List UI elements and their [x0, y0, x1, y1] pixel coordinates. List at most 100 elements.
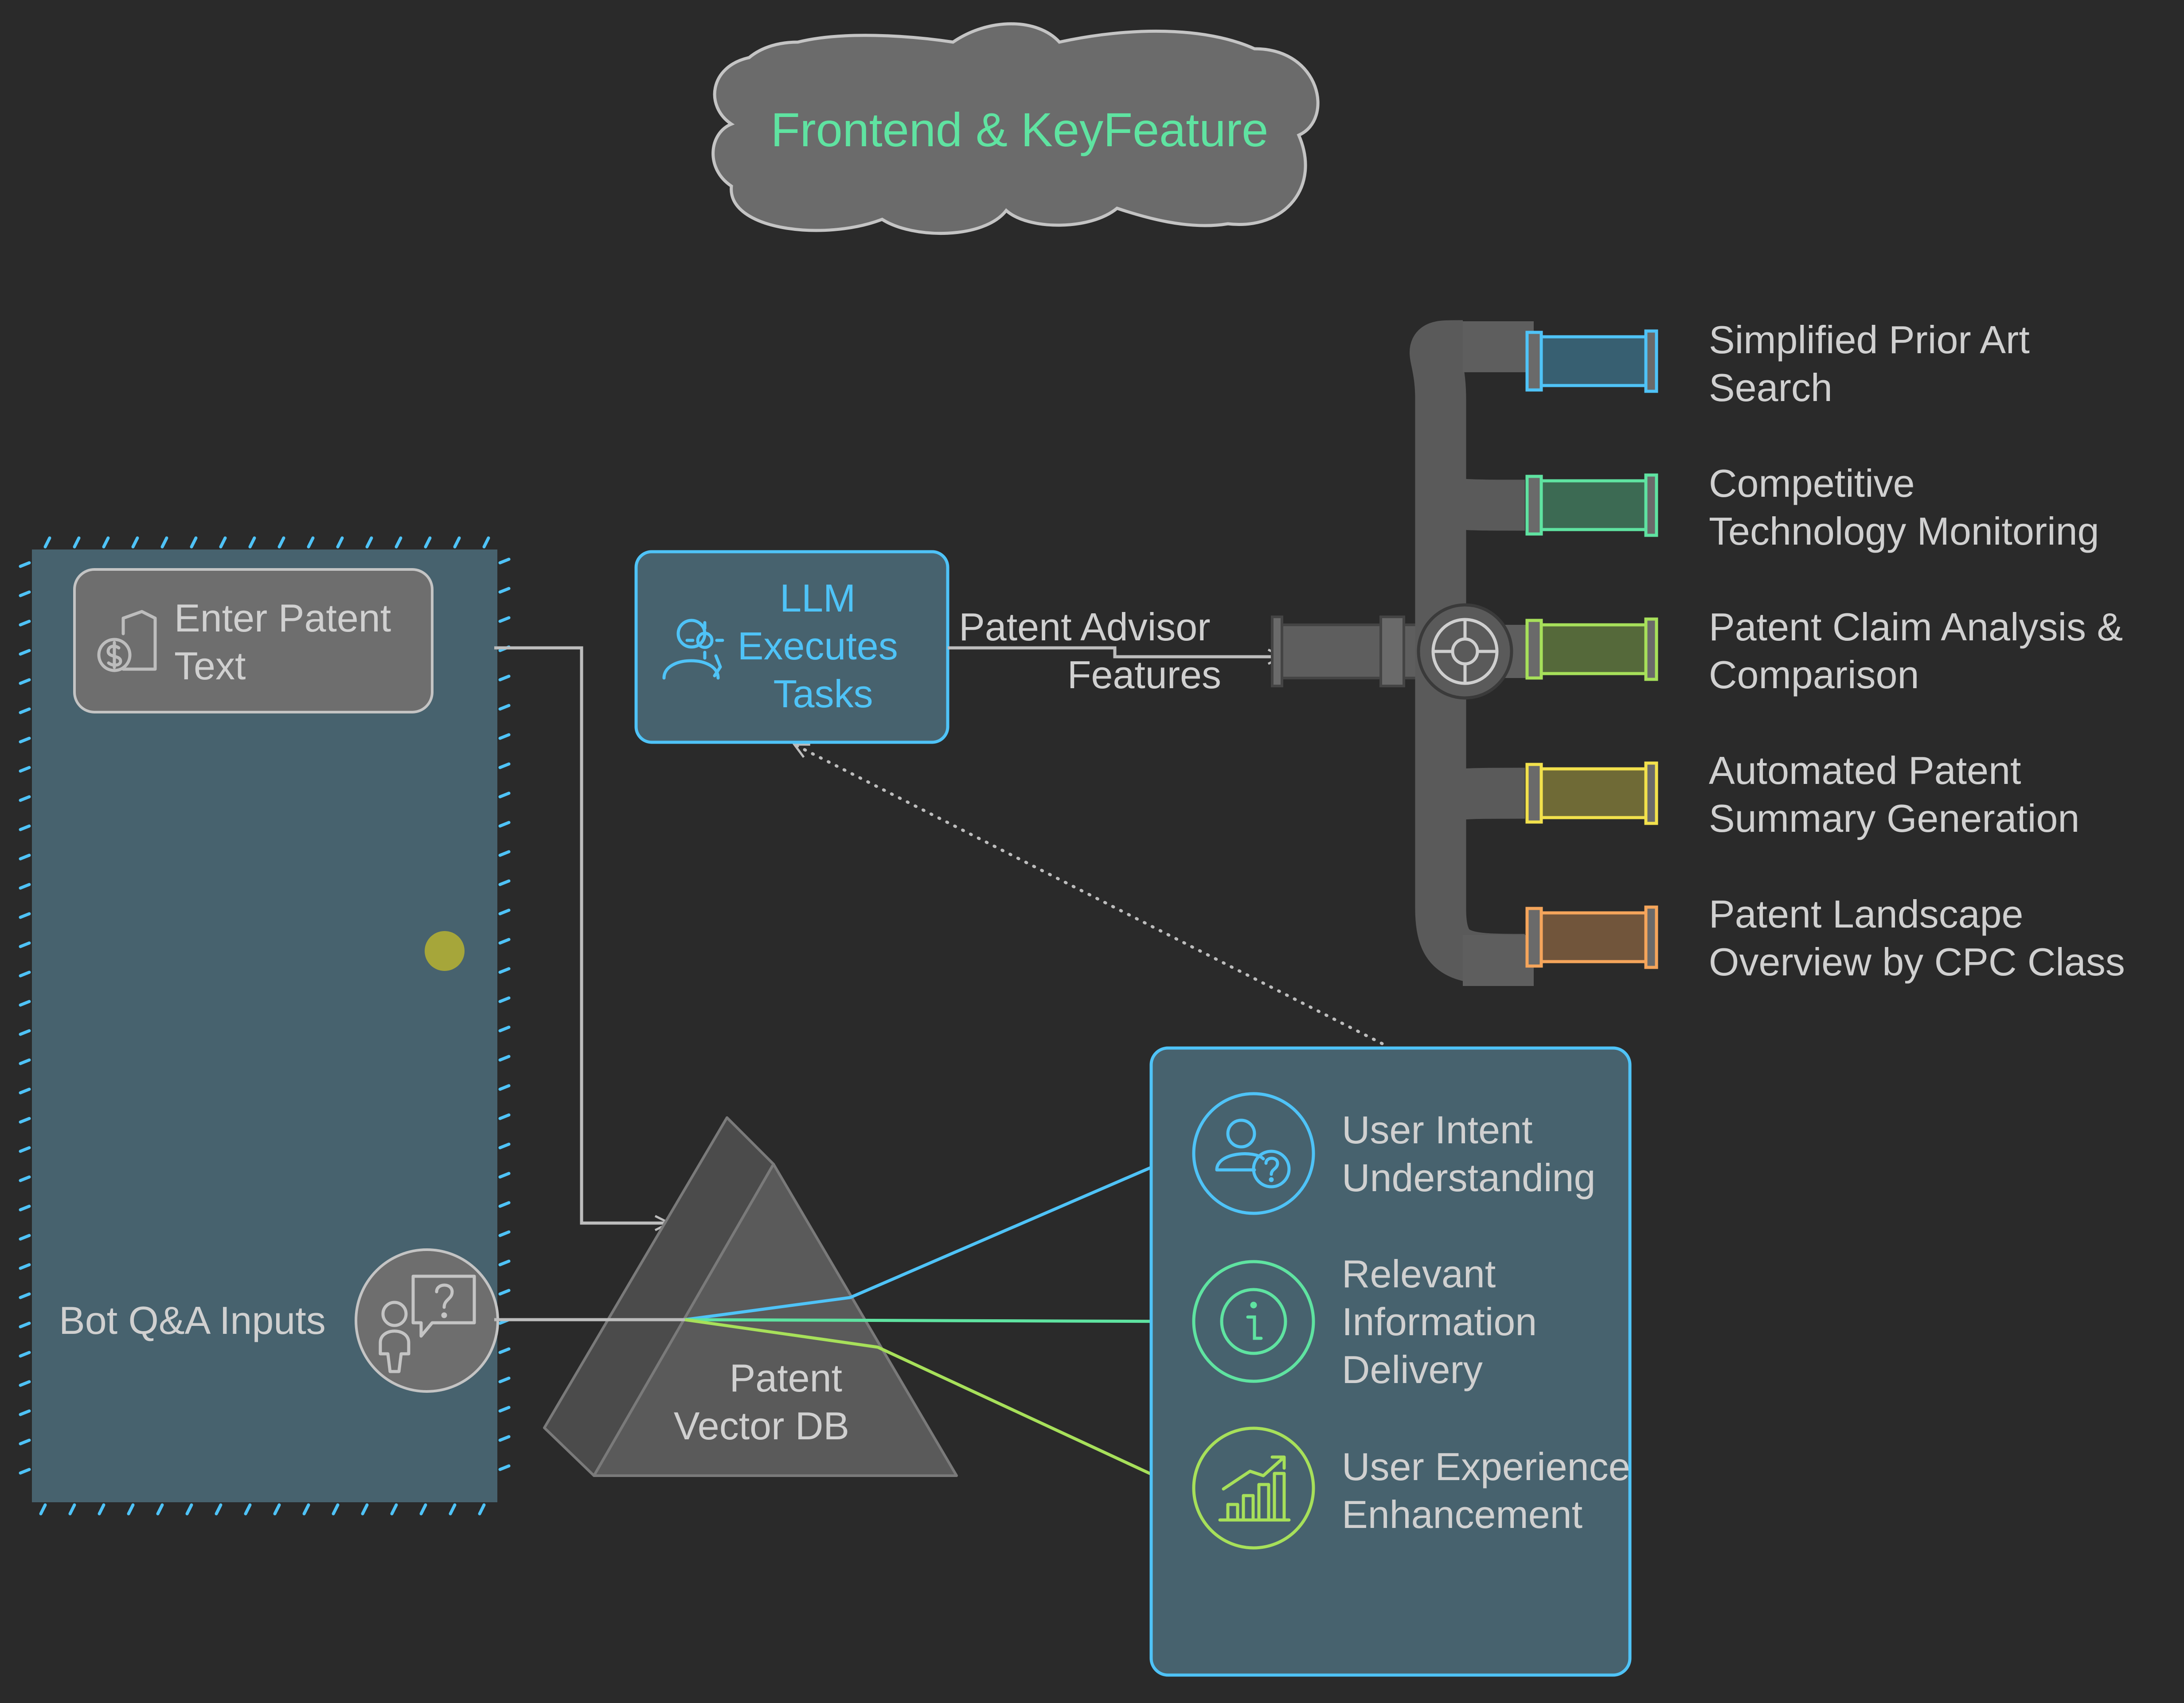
- border-tick: [498, 1464, 511, 1471]
- llm-line-1: LLM: [780, 576, 856, 620]
- border-tick: [19, 853, 31, 861]
- border-tick: [19, 766, 31, 773]
- feature-outlet-pipe: [1525, 905, 1658, 969]
- border-tick: [19, 1234, 31, 1241]
- border-tick: [498, 938, 511, 945]
- border-tick: [98, 1503, 105, 1516]
- border-tick: [498, 733, 511, 740]
- outcome-label: User Experience Enhancement: [1342, 1445, 1641, 1536]
- outcome-experience-enhancement[interactable]: User Experience Enhancement: [1192, 1426, 1641, 1550]
- outcome-label: Relevant Information Delivery: [1342, 1252, 1548, 1391]
- feature-outlet-pipe: [1525, 473, 1658, 537]
- feature-pipe-manifold: [1271, 320, 1534, 986]
- border-tick: [68, 1503, 76, 1516]
- border-tick: [19, 1117, 31, 1124]
- outcome-information-delivery[interactable]: Relevant Information Delivery: [1192, 1252, 1548, 1391]
- llm-line-2: Executes: [738, 624, 898, 668]
- border-tick: [498, 587, 511, 594]
- patent-vector-db: Patent Vector DB: [543, 1116, 958, 1477]
- feature-label: Patent Claim Analysis & Comparison: [1709, 605, 2134, 697]
- status-dot: [425, 931, 465, 971]
- border-tick: [19, 1263, 31, 1270]
- border-tick: [482, 536, 490, 549]
- vector-db-line-1: Patent: [730, 1356, 842, 1400]
- border-tick: [498, 1084, 511, 1091]
- border-tick: [498, 1025, 511, 1033]
- connector-db-to-experience: [684, 1318, 1181, 1488]
- border-tick: [19, 1351, 31, 1358]
- border-tick: [424, 536, 432, 549]
- chart-growth-icon: [1218, 1455, 1291, 1522]
- border-tick: [215, 1503, 223, 1516]
- border-tick: [19, 883, 31, 890]
- feature-label: Automated Patent Summary Generation: [1709, 748, 2079, 840]
- border-tick: [449, 1503, 457, 1516]
- input-panel: Enter Patent Text Bot Q&A Inputs: [19, 536, 511, 1516]
- border-tick: [131, 536, 139, 549]
- title-cloud: Frontend & KeyFeature: [711, 22, 1320, 235]
- connector-db-to-information: [684, 1320, 1181, 1321]
- border-tick: [273, 1503, 281, 1516]
- border-tick: [160, 536, 168, 549]
- border-tick: [185, 1503, 193, 1516]
- feature-item-prior-art[interactable]: Simplified Prior Art Search: [1709, 318, 2040, 409]
- border-tick: [478, 1503, 486, 1516]
- feature-item-claim-analysis[interactable]: Patent Claim Analysis & Comparison: [1709, 605, 2134, 697]
- document-dollar-icon: [97, 610, 157, 672]
- feature-outlets: [1525, 329, 1658, 969]
- llm-label: LLM Executes Tasks: [738, 576, 909, 716]
- border-tick: [19, 1409, 31, 1416]
- border-tick: [498, 616, 511, 623]
- border-tick: [19, 620, 31, 627]
- border-tick: [498, 1142, 511, 1150]
- connector-label: Patent Advisor Features: [959, 605, 1221, 697]
- border-tick: [498, 1347, 511, 1354]
- border-tick: [419, 1503, 427, 1516]
- connector-db-to-intent: [684, 1154, 1181, 1321]
- bot-qa-label: Bot Q&A Inputs: [59, 1298, 326, 1342]
- border-tick: [244, 1503, 252, 1516]
- enter-patent-text-line-2: Text: [174, 644, 246, 688]
- border-tick: [19, 1292, 31, 1299]
- border-tick: [498, 996, 511, 1003]
- border-tick: [19, 1029, 31, 1036]
- bot-qa-button[interactable]: [355, 1248, 499, 1393]
- vector-db-line-2: Vector DB: [674, 1404, 849, 1448]
- border-tick: [73, 536, 81, 549]
- border-tick: [19, 1438, 31, 1446]
- connector-outcomes-to-llm: [794, 743, 1384, 1045]
- feature-outlet-pipe: [1525, 617, 1658, 681]
- border-tick: [498, 674, 511, 682]
- border-tick: [19, 707, 31, 714]
- border-tick: [332, 1503, 340, 1516]
- feature-label: Competitive Technology Monitoring: [1709, 461, 2099, 553]
- enter-patent-text-card[interactable]: Enter Patent Text: [73, 568, 434, 713]
- feature-item-landscape-overview[interactable]: Patent Landscape Overview by CPC Class: [1709, 892, 2125, 984]
- border-tick: [19, 795, 31, 802]
- outcome-user-intent[interactable]: User Intent Understanding: [1192, 1092, 1595, 1215]
- border-tick: [248, 536, 256, 549]
- border-tick: [19, 824, 31, 831]
- border-tick: [498, 791, 511, 799]
- border-tick: [498, 908, 511, 916]
- feature-list: Simplified Prior Art Search Competitive …: [1709, 318, 2134, 984]
- panel-dashed-border: [19, 536, 511, 1516]
- llm-line-3: Tasks: [774, 672, 873, 716]
- outcomes-box: User Intent Understanding Relevant Infor…: [1149, 1046, 1641, 1677]
- feature-item-competitive-monitoring[interactable]: Competitive Technology Monitoring: [1709, 461, 2099, 553]
- border-tick: [19, 1175, 31, 1182]
- border-tick: [19, 737, 31, 744]
- border-tick: [498, 967, 511, 974]
- border-tick: [19, 1058, 31, 1065]
- border-tick: [498, 1289, 511, 1296]
- connector-text-to-db: [494, 646, 669, 1223]
- feature-item-summary-generation[interactable]: Automated Patent Summary Generation: [1709, 748, 2079, 840]
- border-tick: [19, 1204, 31, 1212]
- llm-box[interactable]: LLM Executes Tasks: [634, 550, 949, 744]
- border-tick: [302, 1503, 310, 1516]
- user-question-icon: [1215, 1118, 1291, 1189]
- border-tick: [498, 1406, 511, 1413]
- border-tick: [498, 557, 511, 565]
- border-tick: [361, 1503, 369, 1516]
- border-tick: [39, 1503, 47, 1516]
